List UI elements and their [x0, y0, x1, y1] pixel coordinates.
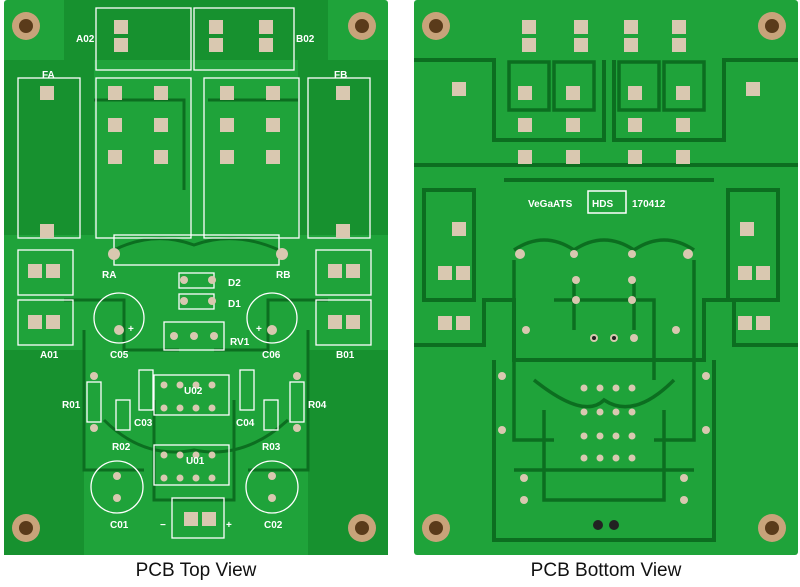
label-c03: C03: [134, 418, 153, 429]
label-rb: RB: [276, 270, 290, 281]
brand-right-text: 170412: [632, 199, 666, 210]
round-pads-bottom: [498, 249, 710, 504]
label-fa: FA: [42, 70, 55, 81]
square-pads-top: [28, 20, 360, 526]
label-fb: FB: [334, 70, 347, 81]
label-b02: B02: [296, 34, 315, 45]
label-plus-right: +: [256, 324, 262, 335]
label-r02: R02: [112, 442, 131, 453]
caption-bottom-view: PCB Bottom View: [530, 560, 682, 581]
traces-bottom: [507, 60, 706, 502]
label-r03: R03: [262, 442, 281, 453]
copper-pours-top: [4, 0, 388, 555]
label-c04: C04: [236, 418, 255, 429]
label-r04: R04: [308, 400, 327, 411]
label-plus-left: +: [128, 324, 134, 335]
label-ra: RA: [102, 270, 116, 281]
brand-marking: VeGaATS HDS 170412: [528, 190, 666, 214]
label-c05: C05: [110, 350, 129, 361]
label-c06: C06: [262, 350, 281, 361]
label-d2: D2: [228, 278, 241, 289]
mounting-holes-top: [12, 12, 376, 542]
label-u02: U02: [184, 386, 203, 397]
isolation-gaps-bottom: [414, 58, 798, 542]
label-a01: A01: [40, 350, 59, 361]
label-c02: C02: [264, 520, 283, 531]
pcb-bottom-view-image: VeGaATS HDS 170412: [414, 0, 798, 555]
silkscreen-labels-top: A02 B02 FA FB RA RB D2 D1 A01 B01 C05 C0…: [40, 34, 355, 531]
label-minus-bottom: −: [160, 520, 166, 531]
brand-left-text: VeGaATS: [528, 199, 573, 210]
mounting-holes-bottom: [422, 12, 786, 542]
label-d1: D1: [228, 299, 241, 310]
round-pads-top: [90, 248, 301, 502]
label-rv1: RV1: [230, 337, 250, 348]
label-plus-bottom: +: [226, 520, 232, 531]
pcb-top-view-image: A02 B02 FA FB RA RB D2 D1 A01 B01 C05 C0…: [4, 0, 388, 555]
label-r01: R01: [62, 400, 81, 411]
board-top: [4, 0, 388, 555]
label-a02: A02: [76, 34, 95, 45]
label-b01: B01: [336, 350, 355, 361]
silkscreen-outlines-top: [17, 7, 372, 539]
brand-box-text: HDS: [592, 199, 613, 210]
square-pads-bottom: [438, 20, 770, 330]
label-u01: U01: [186, 456, 205, 467]
label-c01: C01: [110, 520, 129, 531]
component-holes-bottom: [592, 336, 619, 530]
brand-box: [587, 190, 627, 214]
caption-top-view: PCB Top View: [135, 560, 257, 581]
